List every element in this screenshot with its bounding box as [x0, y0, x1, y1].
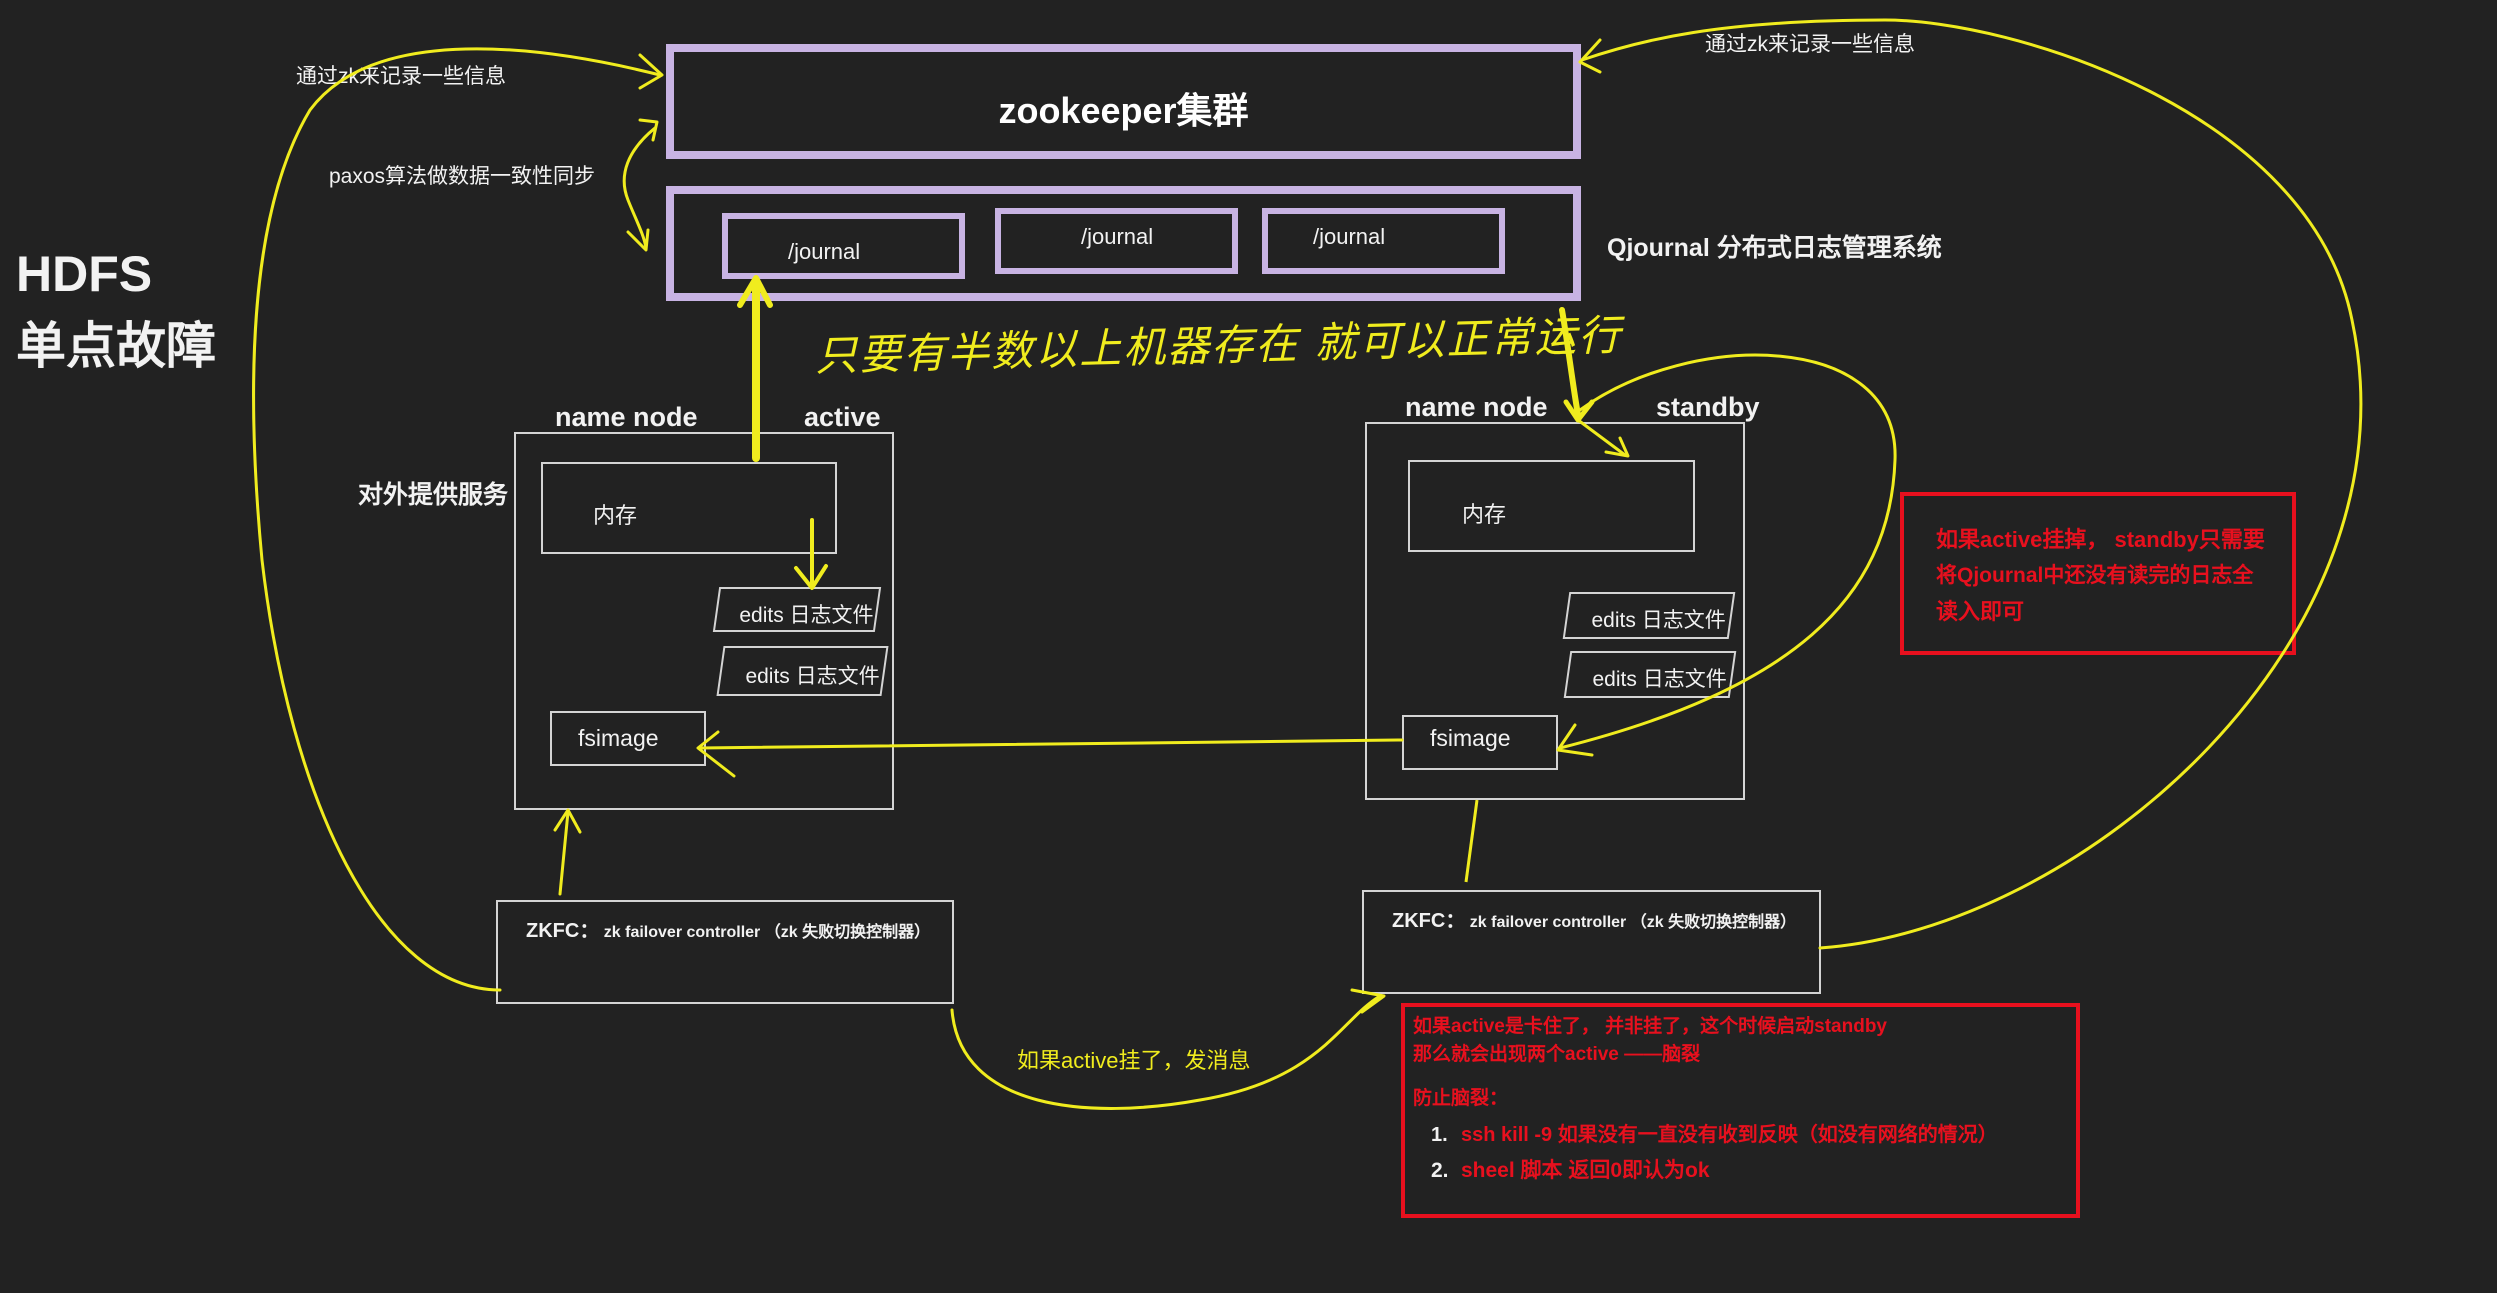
split-brain-heading: 防止脑裂：: [1413, 1088, 1509, 1109]
standby-note-line-1: 如果active挂掉， standby只需要: [1936, 527, 2265, 552]
active-fsimage-label: fsimage: [578, 725, 659, 751]
standby-note-line-3: 读入即可: [1936, 599, 2025, 624]
zkfc-left-arrowhead: [638, 53, 664, 90]
active-namenode-box: [514, 432, 894, 810]
journal-node-1-label: /journal: [788, 239, 861, 264]
zkfc-right-arrowhead: [1578, 38, 1602, 74]
active-namenode-title: name node: [555, 402, 698, 432]
failure-message-curve: [950, 994, 1382, 1110]
standby-memory-label: 内存: [1462, 502, 1507, 527]
paxos-arrowhead-bottom: [626, 228, 650, 252]
failure-message-arrowhead: [1350, 988, 1386, 1014]
title-line-2: 单点故障: [16, 318, 216, 374]
paxos-arrowhead-top: [638, 118, 659, 142]
journal-to-standby-fsimage-arrowhead: [1556, 723, 1594, 757]
zkfc-right-to-zookeeper-arrow: [1580, 18, 2363, 950]
zkfc-left-to-zookeeper-arrow: [252, 47, 662, 992]
memory-to-edits-arrowhead: [794, 564, 828, 590]
journal-to-standby-arrow: [1559, 307, 1581, 418]
standby-state-label: standby: [1656, 392, 1760, 422]
active-fsimage-box: fsimage: [550, 711, 706, 766]
standby-takeover-note: 如果active挂掉， standby只需要 将Qjournal中还没有读完的日…: [1900, 492, 2296, 655]
standby-to-active-fsimage-arrowhead: [696, 730, 736, 778]
zkfc-left-box: ZKFC： zk failover controller （zk 失败切换控制器…: [496, 900, 954, 1004]
zkfc-left-label: ZKFC： zk failover controller （zk 失败切换控制器…: [526, 920, 931, 942]
zookeeper-cluster-label: zookeeper集群: [998, 90, 1249, 131]
qjournal-label: Qjournal 分布式日志管理系统: [1607, 234, 1942, 262]
title-line-1: HDFS: [16, 246, 153, 302]
journal-node-1: /journal: [722, 213, 965, 279]
journal-node-2-label: /journal: [1081, 224, 1154, 249]
send-message-note: 如果active挂了，发消息: [1017, 1048, 1251, 1073]
standby-to-zkfc-right-line: [1464, 799, 1479, 883]
split-brain-item-2: 2.sheel 脚本 返回0即认为ok: [1431, 1159, 1710, 1182]
standby-fsimage-box: fsimage: [1402, 715, 1558, 770]
zkfc-right-box: ZKFC： zk failover controller （zk 失败切换控制器…: [1362, 890, 1821, 994]
diagram-title: HDFS 单点故障: [16, 238, 216, 382]
paxos-note: paxos算法做数据一致性同步: [329, 165, 596, 188]
standby-fsimage-label: fsimage: [1430, 725, 1511, 751]
journal-node-2: /journal: [995, 208, 1238, 274]
standby-namenode-title: name node: [1405, 392, 1548, 422]
split-brain-line-2: 那么就会出现两个active ——脑裂: [1413, 1044, 1701, 1065]
standby-to-active-fsimage-arrow: [698, 738, 1404, 750]
split-brain-item-1: 1.ssh kill -9 如果没有一直没有收到反映（如没有网络的情况）: [1431, 1124, 1998, 1146]
zookeeper-cluster-box: zookeeper集群: [666, 44, 1581, 159]
split-brain-note: 如果active是卡住了， 并非挂了，这个时候启动standby 那么就会出现两…: [1401, 1003, 2080, 1218]
journal-node-3-label: /journal: [1313, 224, 1386, 249]
standby-namenode-box: [1365, 422, 1745, 800]
zkfc-left-to-active-arrowhead: [553, 808, 582, 834]
standby-memory-box: 内存: [1408, 460, 1695, 552]
journal-to-standby-branch: [1576, 418, 1627, 457]
split-brain-line-1: 如果active是卡住了， 并非挂了，这个时候启动standby: [1413, 1016, 1887, 1037]
external-service-label: 对外提供服务: [358, 481, 509, 509]
journal-node-3: /journal: [1262, 208, 1505, 274]
zkfc-right-label: ZKFC： zk failover controller （zk 失败切换控制器…: [1392, 910, 1797, 932]
zk-record-right-note: 通过zk来记录一些信息: [1705, 33, 1915, 56]
active-state-label: active: [804, 402, 881, 432]
active-to-journal-arrowhead: [737, 275, 773, 308]
qjournal-box: [666, 186, 1581, 301]
zkfc-left-to-active-arrow: [558, 810, 570, 896]
active-memory-box: 内存: [541, 462, 837, 554]
journal-to-standby-branch-head: [1604, 436, 1630, 458]
standby-note-line-2: 将Qjournal中还没有读完的日志全: [1936, 564, 2254, 587]
journal-to-standby-fsimage-curve: [1558, 353, 1897, 750]
paxos-double-arrow: [622, 126, 657, 250]
active-memory-label: 内存: [593, 503, 638, 528]
zk-record-left-note: 通过zk来记录一些信息: [296, 65, 506, 88]
